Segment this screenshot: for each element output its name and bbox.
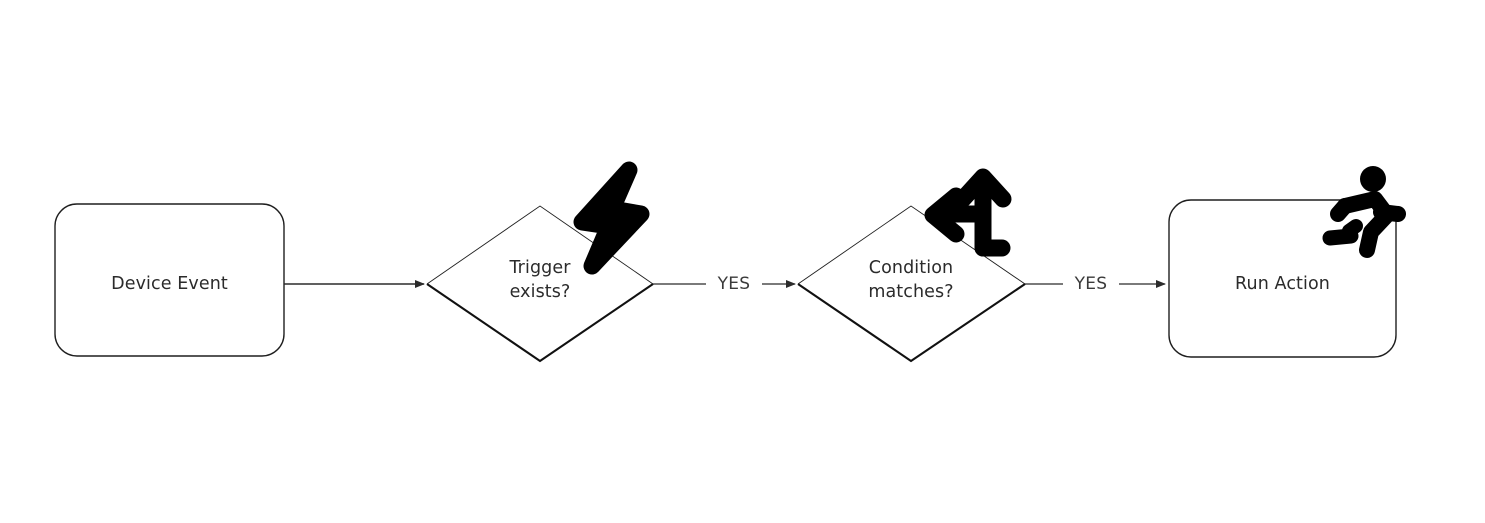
branch-arrows-icon <box>924 168 1012 257</box>
edge-label-yes-2: YES <box>1074 274 1108 294</box>
node-condition-matches-shape-lower[interactable] <box>797 283 1026 363</box>
running-person-icon <box>1322 166 1406 258</box>
node-device-event-shape[interactable] <box>54 203 285 357</box>
node-condition-matches-shape-upper[interactable] <box>797 205 1026 285</box>
edge-label-yes-1: YES <box>717 274 751 294</box>
lightning-bolt-icon <box>573 161 650 275</box>
node-trigger-exists-shape-lower[interactable] <box>426 283 654 363</box>
